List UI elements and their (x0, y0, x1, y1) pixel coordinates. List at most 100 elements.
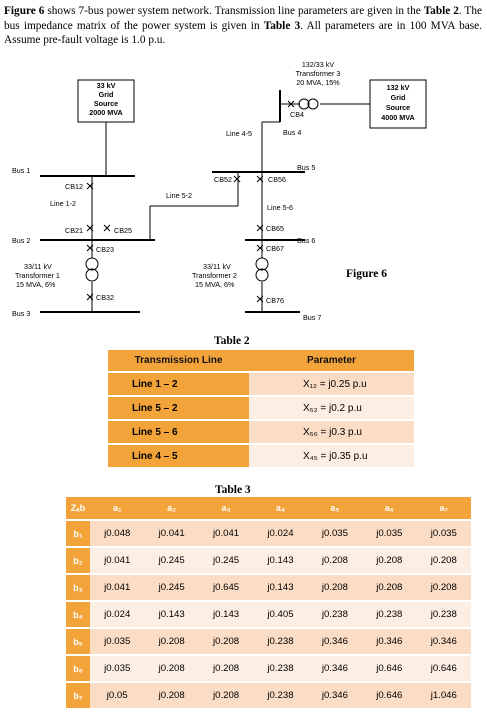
table-row: Line 4 – 5 X₄₅ = j0.35 p.u (108, 443, 414, 467)
cb21-label: CB21 (65, 226, 83, 235)
cb12-symbol (86, 182, 94, 190)
matrix-cell: j0.035 (90, 627, 145, 655)
bus7-label: Bus 7 (303, 313, 321, 322)
matrix-cell: j0.041 (198, 519, 254, 547)
cb67-symbol (256, 244, 264, 252)
line-name: Line 5 – 6 (108, 419, 249, 444)
source1-line2: Grid (99, 90, 114, 99)
cb67-label: CB67 (266, 244, 284, 253)
matrix-cell: j0.346 (416, 627, 471, 655)
matrix-cell: j0.208 (198, 654, 254, 682)
line-parameter: X₄₅ = j0.35 p.u (249, 443, 414, 467)
matrix-cell: j1.046 (416, 681, 471, 708)
cb4-symbol (287, 100, 295, 108)
tx2-line3: 15 MVA, 6% (195, 280, 235, 289)
table2-ref: Table 2 (423, 5, 459, 17)
cb52-label: CB52 (214, 175, 232, 184)
line52-label: Line 5-2 (166, 191, 192, 200)
matrix-cell: j0.346 (307, 654, 363, 682)
matrix-row-header: b₆ (66, 654, 90, 682)
matrix-cell: j0.208 (307, 573, 363, 601)
matrix-cell: j0.208 (362, 546, 417, 574)
table2-header-parameter: Parameter (249, 350, 414, 373)
matrix-row-header: b₄ (66, 600, 90, 628)
matrix-cell: j0.143 (144, 600, 199, 628)
line-name: Line 4 – 5 (108, 443, 249, 467)
matrix-row-header: b₂ (66, 546, 90, 574)
line12-label: Line 1-2 (50, 199, 76, 208)
bus4-label: Bus 4 (283, 128, 301, 137)
source1-line1: 33 kV (97, 81, 116, 90)
cb12-label: CB12 (65, 182, 83, 191)
cb56-symbol (256, 175, 264, 183)
tx3-line3: 20 MVA, 15% (296, 78, 340, 87)
matrix-cell: j0.208 (416, 546, 471, 574)
matrix-cell: j0.143 (253, 546, 308, 574)
matrix-cell: j0.208 (416, 573, 471, 601)
matrix-row-header: b₁ (66, 519, 90, 547)
matrix-col-header: a₃ (198, 497, 254, 521)
matrix-cell: j0.238 (253, 681, 308, 708)
tx1-line2: Transformer 1 (15, 271, 60, 280)
matrix-cell: j0.645 (198, 573, 254, 601)
line-parameter: X₁₂ = j0.25 p.u (249, 371, 414, 396)
cb52-symbol (233, 175, 241, 183)
tx3-line1: 132/33 kV (302, 60, 335, 69)
tx3-line2: Transformer 3 (296, 69, 341, 78)
matrix-cell: j0.646 (362, 681, 417, 708)
matrix-cell: j0.035 (307, 519, 363, 547)
line-name: Line 1 – 2 (108, 371, 249, 396)
tx2-line1: 33/11 kV (203, 262, 231, 271)
matrix-cell: j0.208 (144, 627, 199, 655)
cb23-symbol (86, 244, 94, 252)
transformer-1-coil-a (85, 257, 99, 271)
line-name: Line 5 – 2 (108, 395, 249, 420)
matrix-cell: j0.048 (90, 519, 145, 547)
cb32-label: CB32 (96, 293, 114, 302)
intro-text-1: shows 7-bus power system network. Transm… (44, 5, 424, 17)
bus2-label: Bus 2 (12, 236, 30, 245)
matrix-cell: j0.238 (362, 600, 417, 628)
matrix-cell: j0.143 (198, 600, 254, 628)
matrix-row-header: b₃ (66, 573, 90, 601)
transmission-line-table: Transmission Line Parameter Line 1 – 2 X… (108, 350, 414, 467)
matrix-cell: j0.346 (362, 627, 417, 655)
source2-line2: Grid (391, 93, 406, 102)
cb65-symbol (256, 224, 264, 232)
tx1-line3: 15 MVA, 6% (16, 280, 56, 289)
transformer-1-coil-b (85, 268, 99, 282)
one-line-diagram: 33 kV Grid Source 2000 MVA 132 kV Grid S… (12, 60, 427, 322)
matrix-cell: j0.245 (144, 573, 199, 601)
matrix-cell: j0.041 (144, 519, 199, 547)
tx1-line1: 33/11 kV (24, 262, 52, 271)
matrix-cell: j0.238 (307, 600, 363, 628)
matrix-cell: j0.208 (144, 681, 199, 708)
matrix-corner: Zₐb (66, 497, 90, 521)
tx2-line2: Transformer 2 (192, 271, 237, 280)
cb56-label: CB56 (268, 175, 286, 184)
table2-caption: Table 2 (214, 335, 250, 347)
transformer-3-coil-a (298, 98, 310, 110)
matrix-col-header: a₂ (144, 497, 199, 521)
line45-label: Line 4-5 (226, 129, 252, 138)
source2-line1: 132 kV (387, 83, 410, 92)
source1-line3: Source (94, 99, 118, 108)
cb4-label: CB4 (290, 110, 304, 119)
figure-caption: Figure 6 (346, 268, 387, 280)
matrix-cell: j0.238 (253, 627, 308, 655)
matrix-cell: j0.208 (307, 546, 363, 574)
matrix-cell: j0.245 (144, 546, 199, 574)
bus5-label: Bus 5 (297, 163, 315, 172)
matrix-cell: j0.346 (307, 627, 363, 655)
table-row: Line 1 – 2 X₁₂ = j0.25 p.u (108, 371, 414, 396)
matrix-col-header: a₆ (362, 497, 417, 521)
matrix-cell: j0.238 (253, 654, 308, 682)
table-row: Line 5 – 2 X₅₂ = j0.2 p.u (108, 395, 414, 420)
matrix-cell: j0.245 (198, 546, 254, 574)
